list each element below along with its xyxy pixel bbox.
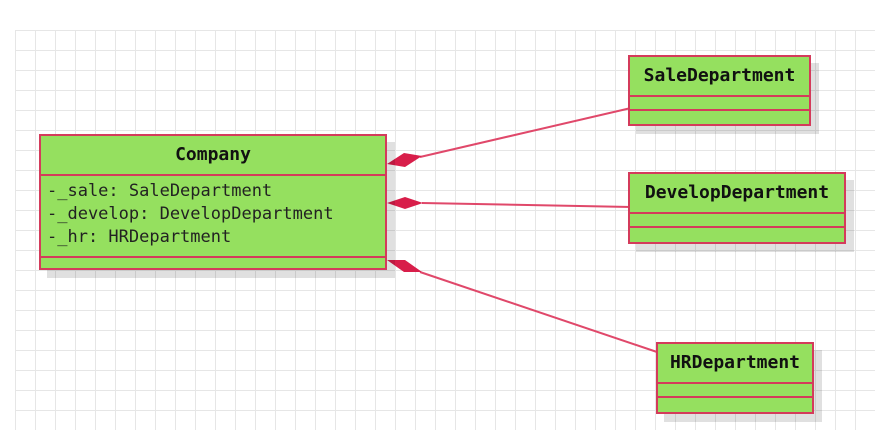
class-company-methods — [41, 258, 385, 268]
class-hr-department[interactable]: HRDepartment — [656, 342, 814, 414]
class-hr-department-title: HRDepartment — [658, 344, 812, 384]
class-develop-department-attributes — [630, 214, 844, 228]
class-sale-department-title: SaleDepartment — [630, 57, 809, 97]
class-hr-department-methods — [658, 398, 812, 412]
composition-diamond-develop — [387, 197, 423, 209]
class-sale-department[interactable]: SaleDepartment — [628, 55, 811, 126]
class-develop-department-methods — [630, 228, 844, 242]
class-company[interactable]: Company -_sale: SaleDepartment -_develop… — [39, 134, 387, 270]
composition-diamond-hr — [387, 260, 422, 272]
class-company-attributes: -_sale: SaleDepartment -_develop: Develo… — [41, 176, 385, 258]
composition-diamond-sale — [387, 153, 422, 167]
composition-link-sale — [419, 107, 632, 158]
attribute-sale: -_sale: SaleDepartment — [47, 181, 273, 201]
composition-link-hr — [419, 271, 658, 353]
class-sale-department-attributes — [630, 97, 809, 111]
class-hr-department-attributes — [658, 384, 812, 398]
class-develop-department-title: DevelopDepartment — [630, 174, 844, 214]
class-company-title: Company — [41, 136, 385, 176]
class-sale-department-methods — [630, 111, 809, 124]
attribute-hr: -_hr: HRDepartment — [47, 227, 232, 247]
class-develop-department[interactable]: DevelopDepartment — [628, 172, 846, 244]
attribute-develop: -_develop: DevelopDepartment — [47, 204, 334, 224]
composition-link-develop — [421, 202, 632, 208]
